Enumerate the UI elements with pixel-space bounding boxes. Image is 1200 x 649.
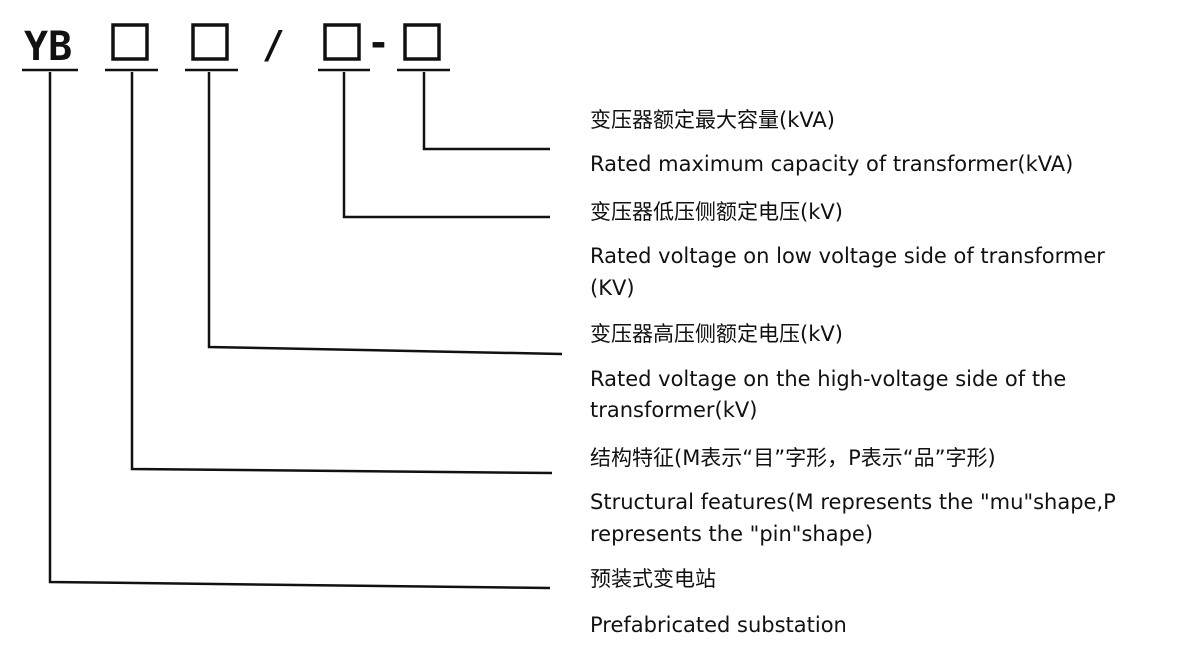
- label-capacity-en: Rated maximum capacity of transformer(kV…: [590, 152, 1074, 176]
- leader-capacity: [422, 72, 550, 151]
- code-box-hv-voltage: [191, 23, 229, 61]
- code-slash: /: [262, 23, 285, 67]
- label-structure-en: Structural features(M represents the "mu…: [590, 490, 1116, 514]
- code-box-structure: [111, 23, 149, 61]
- label-hv-voltage-zh: 变压器高压侧额定电压(kV): [590, 322, 843, 346]
- leader-hv-voltage: [207, 72, 563, 356]
- label-hv-voltage-en: Rated voltage on the high-voltage side o…: [590, 367, 1067, 391]
- leader-structure: [130, 72, 553, 475]
- label-prefabricated-zh: 预装式变电站: [590, 567, 716, 591]
- label-hv-voltage-en-line2: transformer(kV): [590, 398, 758, 422]
- label-capacity-zh: 变压器额定最大容量(kVA): [590, 108, 835, 132]
- leader-prefix: [48, 72, 551, 590]
- label-lv-voltage-zh: 变压器低压侧额定电压(kV): [590, 200, 843, 224]
- code-dash: -: [367, 21, 390, 65]
- label-lv-voltage-en-line2: (KV): [590, 276, 635, 300]
- code-box-lv-voltage: [323, 23, 361, 61]
- label-structure-en-line2: represents the "pin"shape): [590, 522, 874, 546]
- code-prefix: YB: [24, 24, 72, 70]
- code-box-capacity: [403, 23, 441, 61]
- leader-lines: [48, 72, 563, 590]
- leader-lv-voltage: [342, 72, 550, 219]
- label-lv-voltage-en: Rated voltage on low voltage side of tra…: [590, 244, 1105, 268]
- label-prefabricated-en: Prefabricated substation: [590, 613, 847, 637]
- label-structure-zh: 结构特征(M表示“目”字形，P表示“品”字形): [590, 446, 996, 470]
